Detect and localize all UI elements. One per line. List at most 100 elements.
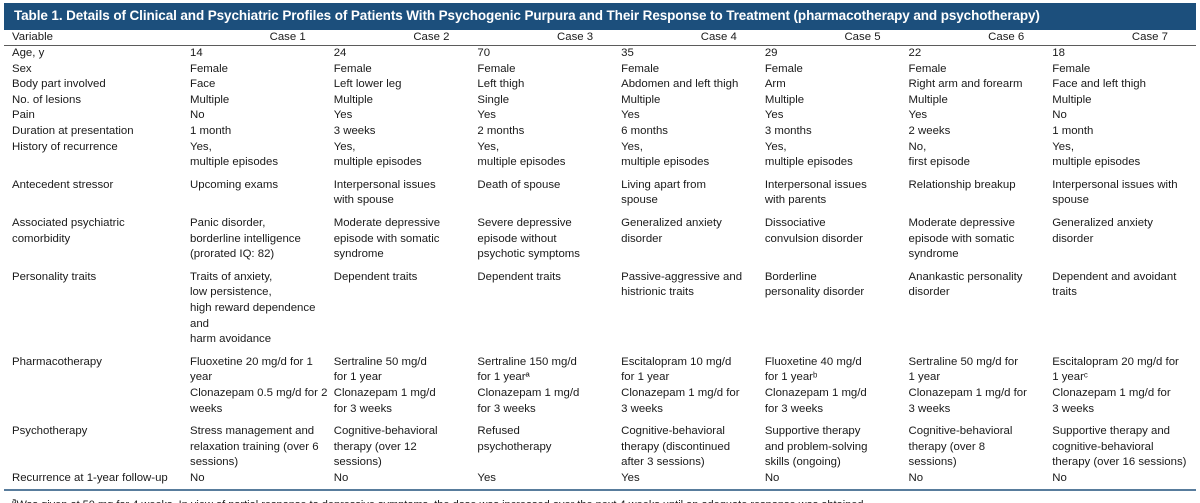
table-cell: Left lower leg: [333, 78, 402, 91]
table-row: Antecedent stressor Upcoming exams Interpe…: [4, 171, 1196, 209]
table-cell: Multiple: [764, 93, 805, 106]
row-label: Antecedent stressor: [12, 178, 114, 191]
table-cell: Multiple: [190, 93, 230, 106]
table-cell: Female: [190, 62, 228, 75]
table-cell: 3 weeks: [333, 125, 376, 138]
table-cell: No: [764, 471, 780, 484]
table-cell: No: [908, 471, 924, 484]
table-cell: Yes: [621, 109, 640, 122]
table-cell: Yes: [333, 109, 353, 122]
table-row: Duration at presentation 1 month 3 weeks 2 …: [4, 124, 1196, 140]
table-cell: Death of spouse: [477, 178, 561, 191]
table-cell: No: [1052, 471, 1067, 484]
table-cell: Relationship breakup: [908, 178, 1016, 191]
table-cell: Female: [333, 62, 372, 75]
table-cell: Yes,multiple episodes: [333, 140, 422, 169]
table-cell: Upcoming exams: [190, 178, 279, 191]
table-cell: Traits of anxiety,low persistence,high r…: [190, 270, 316, 346]
table-cell: 70: [477, 47, 491, 60]
row-label: Duration at presentation: [12, 125, 134, 138]
table-cell: Yes,multiple episodes: [1052, 140, 1141, 169]
table-cell: Abdomen and left thigh: [621, 78, 739, 91]
table-cell: 2 months: [477, 125, 525, 138]
table-cell: Yes,multiple episodes: [621, 140, 710, 169]
row-label: Body part involved: [12, 78, 106, 91]
table-title: Table 1. Details of Clinical and Psychia…: [4, 3, 1196, 30]
table-cell: Single: [477, 93, 510, 106]
row-label: Pharmacotherapy: [12, 355, 102, 368]
table-cell: No: [333, 471, 349, 484]
table-cell: No: [190, 471, 205, 484]
table-cell: 18: [1052, 47, 1065, 60]
row-label: Personality traits: [12, 270, 97, 283]
table-cell: Yes: [764, 109, 784, 122]
table-cell: Multiple: [333, 93, 373, 106]
table-row: Pharmacotherapy Fluoxetine 20 mg/d for 1 …: [4, 348, 1196, 417]
table-header-row: Variable Case 1 Case 2 Case 3 Case 4 Cas…: [4, 29, 1196, 47]
footnote-marker: a: [12, 495, 17, 503]
table-cell: Female: [764, 62, 803, 75]
table-cell: Panic disorder,borderline intelligence(p…: [190, 217, 301, 261]
table-cell: No: [1052, 109, 1067, 122]
table-cell: Face and left thigh: [1052, 78, 1146, 91]
table-cell: 35: [621, 47, 634, 60]
table-cell: 1 month: [190, 125, 232, 138]
column-header-variable: Variable: [4, 29, 191, 47]
table-cell: Female: [1052, 62, 1091, 75]
row-label: Recurrence at 1-year follow-up: [12, 471, 168, 484]
table-cell: Dependent traits: [477, 270, 562, 283]
table-cell: Female: [621, 62, 660, 75]
column-header-case-4: Case 4: [621, 29, 765, 47]
table-row: History of recurrence Yes,multiple episod…: [4, 140, 1196, 171]
table-cell: 22: [908, 47, 922, 60]
table-cell: 29: [764, 47, 778, 60]
table-cell: Yes,multiple episodes: [190, 140, 279, 169]
table-cell: 3 months: [764, 125, 812, 138]
table-cell: Yes: [477, 471, 497, 484]
table-row: Personality traits Traits of anxiety,low …: [4, 263, 1196, 348]
table-cell: No: [190, 109, 205, 122]
row-label: Age, y: [12, 47, 45, 60]
column-header-case-7: Case 7: [1052, 29, 1196, 47]
table-cell: Yes,multiple episodes: [477, 140, 566, 169]
table-cell: Left thigh: [477, 78, 525, 91]
column-header-case-1: Case 1: [190, 29, 334, 47]
row-label: History of recurrence: [12, 140, 118, 153]
table-footnotes: aWas given at 50 mg for 4 weeks. In view…: [4, 495, 1196, 503]
table-cell: 2 weeks: [908, 125, 951, 138]
table-cell: No,first episode: [908, 140, 970, 169]
